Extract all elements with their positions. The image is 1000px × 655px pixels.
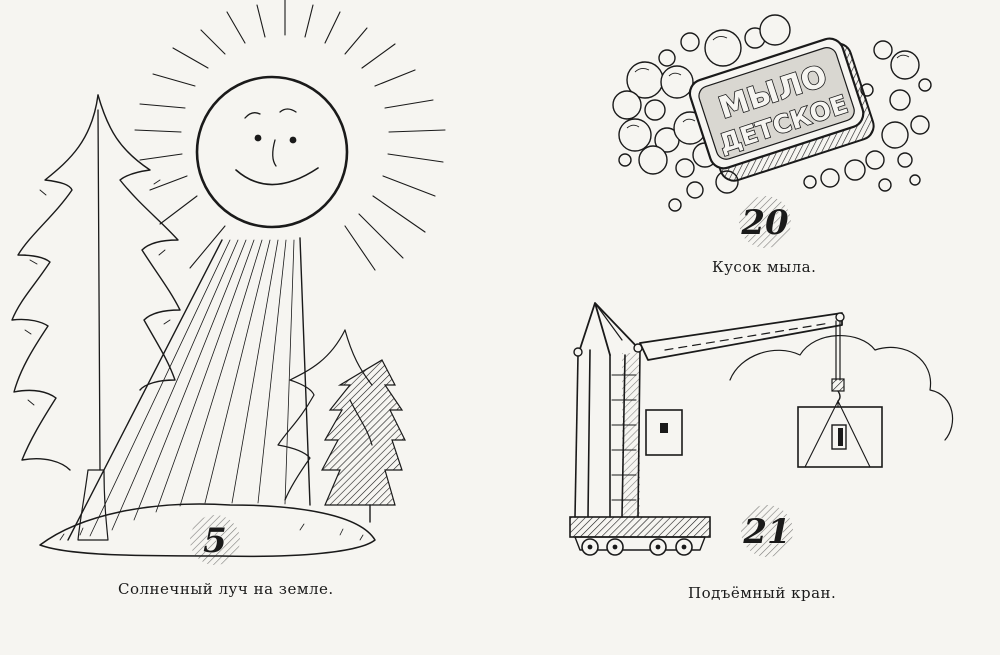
crane-base [569, 516, 711, 556]
sun-forest-illustration: 5 [11, 0, 446, 565]
illustration-number-badge: 20 [739, 196, 791, 248]
caption-soap: Кусок мыла. [712, 258, 817, 276]
illustration-number: 21 [742, 512, 790, 552]
crane-jib [639, 312, 845, 402]
illustration-number-badge: 5 [190, 515, 240, 565]
spruce-tree-right [321, 359, 406, 523]
illustration-number-badge: 21 [741, 505, 793, 557]
fir-tree-left [11, 94, 181, 541]
sunbeam [67, 237, 311, 541]
illustration-number: 5 [203, 521, 227, 561]
soap-bubbles [612, 14, 932, 212]
smiling-sun [195, 75, 349, 229]
caption-sun: Солнечный луч на земле. [118, 580, 334, 598]
soap-bar: МЫЛО ДЕТСКОЕ [688, 37, 875, 182]
soap-illustration: МЫЛО ДЕТСКОЕ 20 [612, 14, 932, 248]
cloud [729, 335, 954, 441]
sun-rays [134, 0, 446, 271]
illustration-number: 20 [740, 203, 789, 243]
ground-mound [39, 503, 376, 558]
crane-load-block [797, 400, 883, 468]
caption-crane: Подъёмный кран. [688, 584, 837, 602]
crane-tower [573, 302, 683, 518]
fir-tree-middle [277, 329, 373, 501]
crane-illustration: 21 [569, 302, 954, 557]
